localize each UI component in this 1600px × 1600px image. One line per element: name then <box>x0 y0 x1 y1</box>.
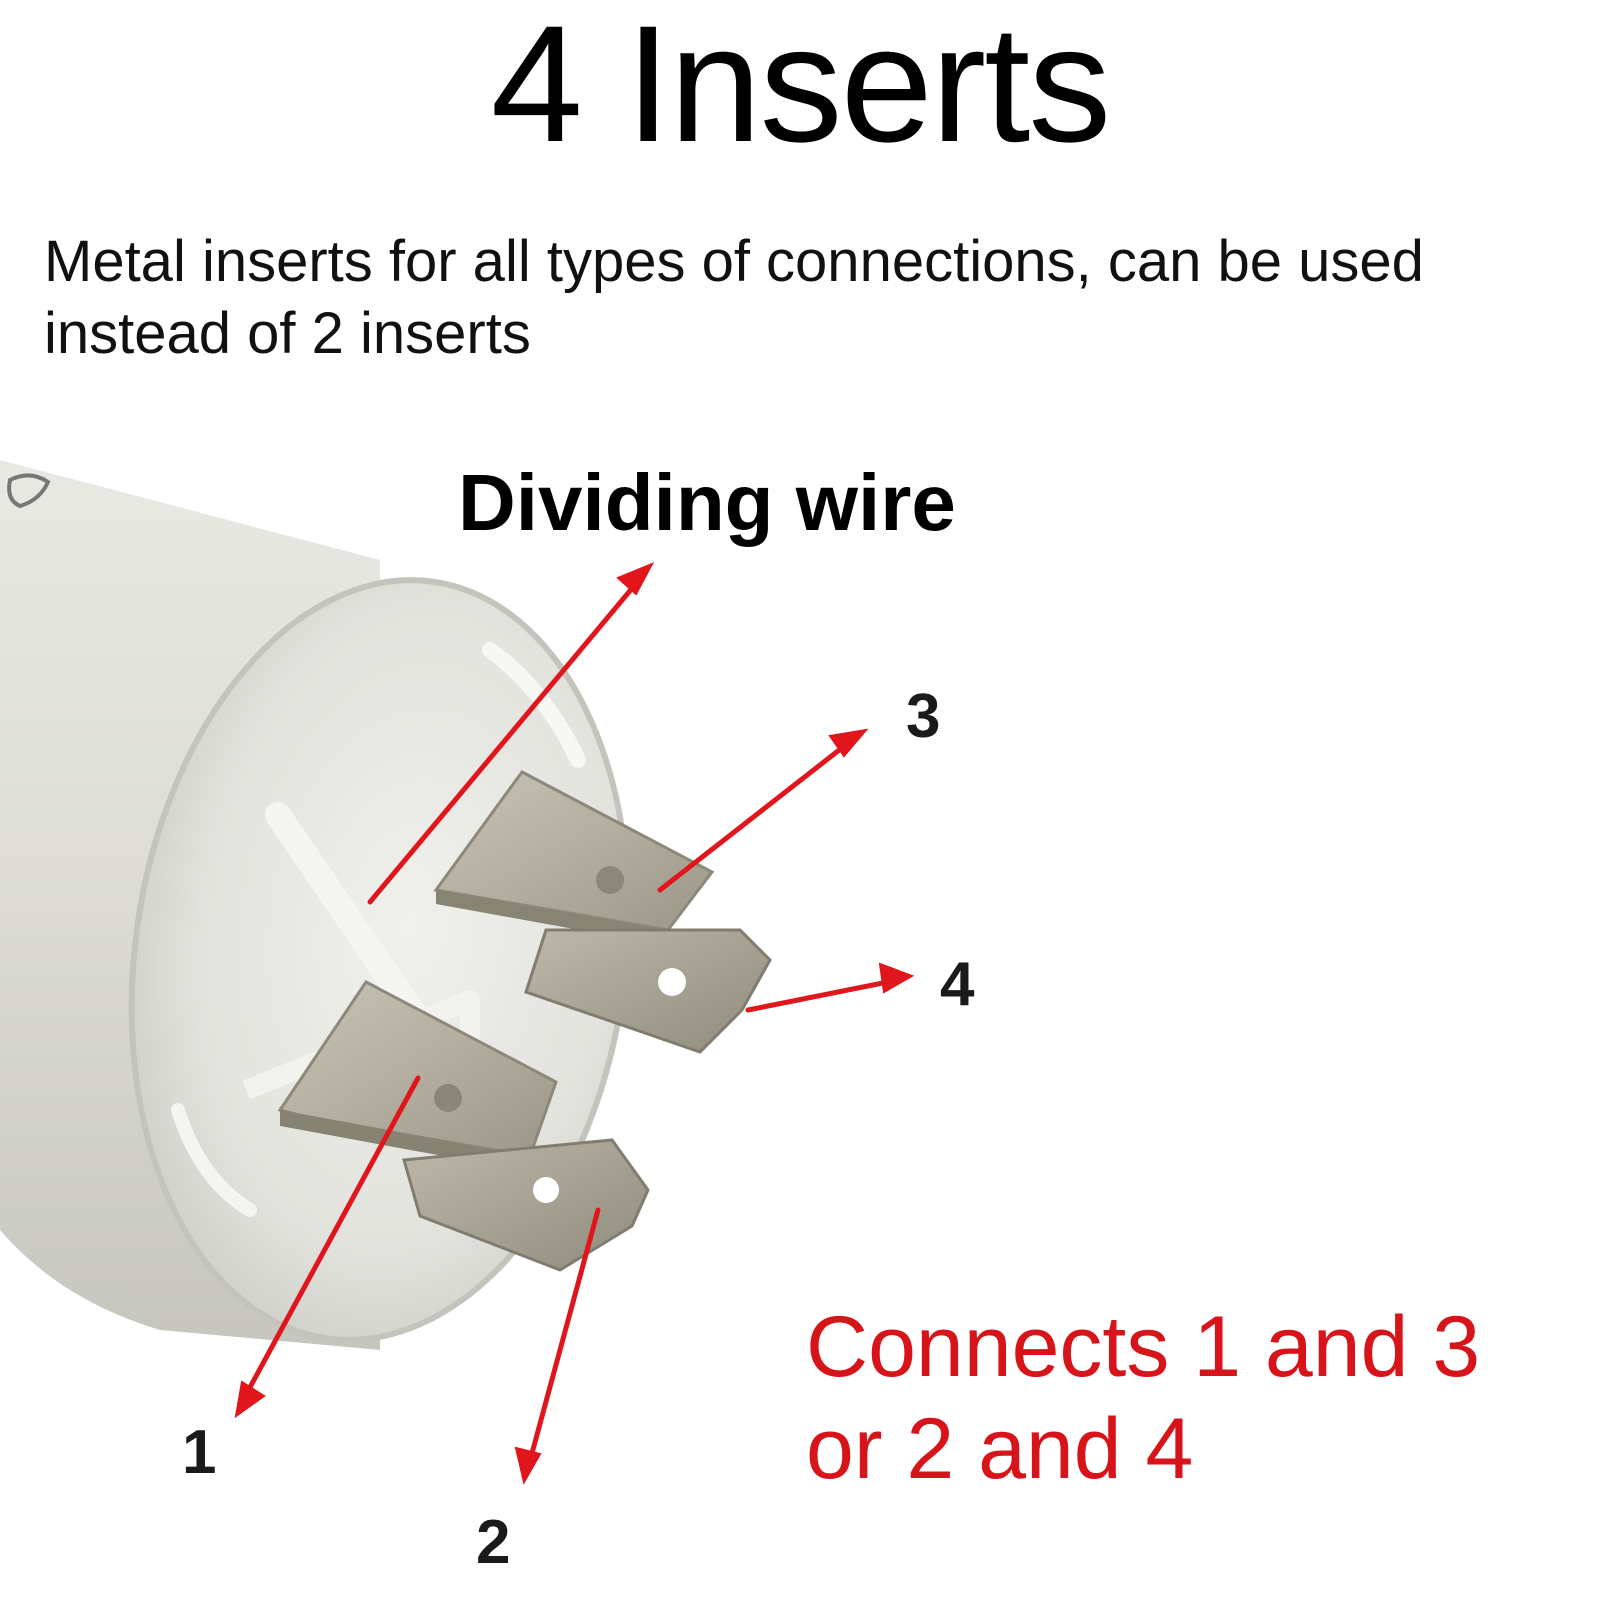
terminal-label-4: 4 <box>940 950 975 1019</box>
terminal-4 <box>524 928 772 1054</box>
page-title: 4 Inserts <box>490 0 1112 177</box>
connection-note-line-2: or 2 and 4 <box>806 1401 1194 1497</box>
page-subtitle: Metal inserts for all types of connectio… <box>44 229 1424 366</box>
terminal-label-2: 2 <box>476 1508 511 1577</box>
dividing-wire-label: Dividing wire <box>458 458 956 547</box>
capacitor-logo-mark <box>7 473 51 509</box>
arrow-terminal-4 <box>745 977 901 1013</box>
arrow-terminal-2 <box>525 1207 601 1471</box>
connection-note: Connects 1 and 3 or 2 and 4 <box>806 1296 1586 1500</box>
arrow-terminal-3 <box>657 737 855 893</box>
connection-note-line-1: Connects 1 and 3 <box>806 1299 1481 1395</box>
terminal-2 <box>402 1138 650 1272</box>
arrow-dividing-wire <box>367 571 647 905</box>
terminal-label-3: 3 <box>906 682 941 751</box>
terminal-label-1: 1 <box>182 1418 217 1487</box>
arrow-terminal-1 <box>239 1075 421 1405</box>
